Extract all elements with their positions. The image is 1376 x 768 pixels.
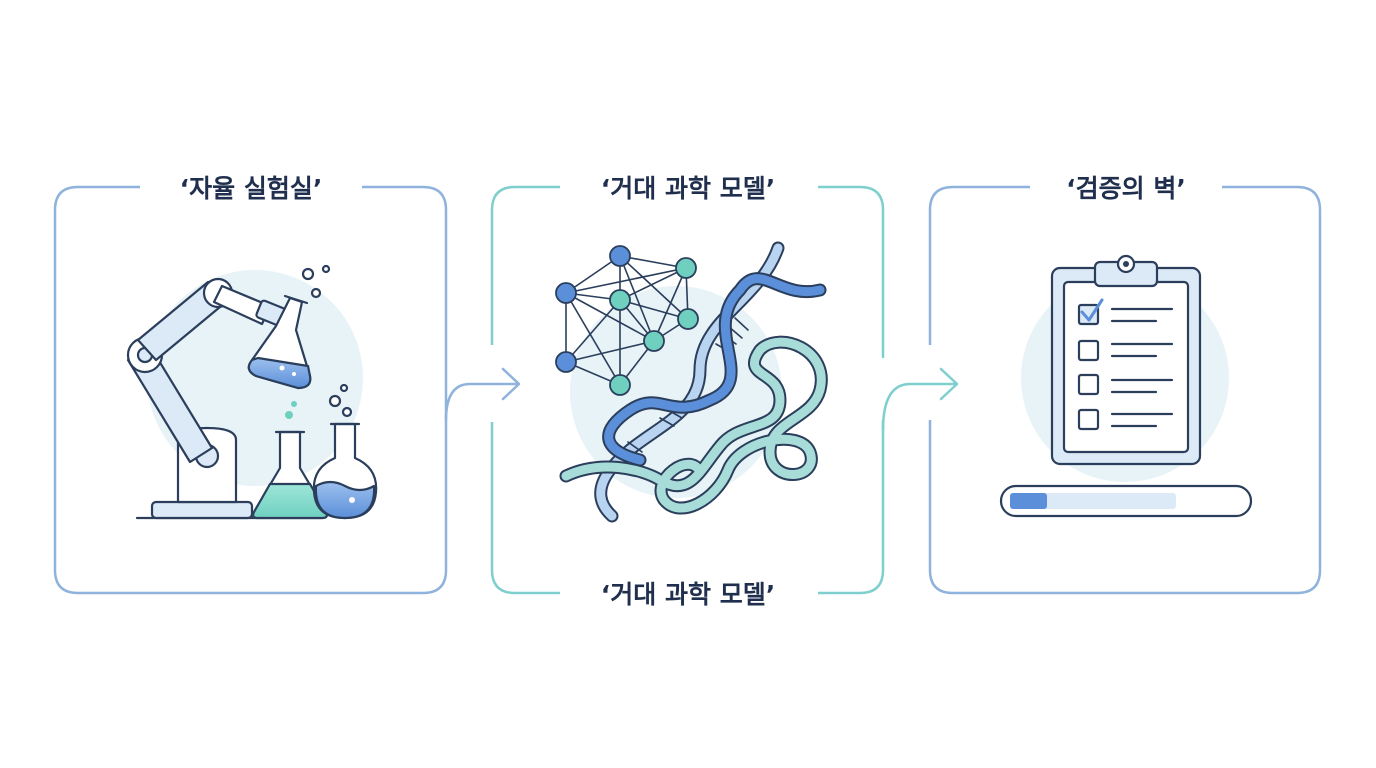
panel-3-title: ‘검증의 벽’ — [1052, 172, 1200, 206]
panel-2-bottom-title: ‘거대 과학 모델’ — [586, 578, 790, 612]
progress-bar-fill — [1010, 493, 1047, 509]
panel-1-title: ‘자율 실험실’ — [165, 172, 337, 206]
clipboard-checklist-icon — [1021, 254, 1229, 482]
progress-bar — [999, 484, 1253, 518]
panel-1-frame — [53, 185, 448, 595]
panel-2-title: ‘거대 과학 모델’ — [586, 172, 790, 206]
panel-2-frame — [490, 185, 885, 595]
robot-arm-lab-icon — [126, 264, 378, 520]
network-dna-protein-icon — [555, 241, 828, 523]
arrow-2 — [881, 367, 959, 432]
panel-3-frame — [928, 185, 1322, 595]
arrow-1 — [444, 367, 521, 422]
